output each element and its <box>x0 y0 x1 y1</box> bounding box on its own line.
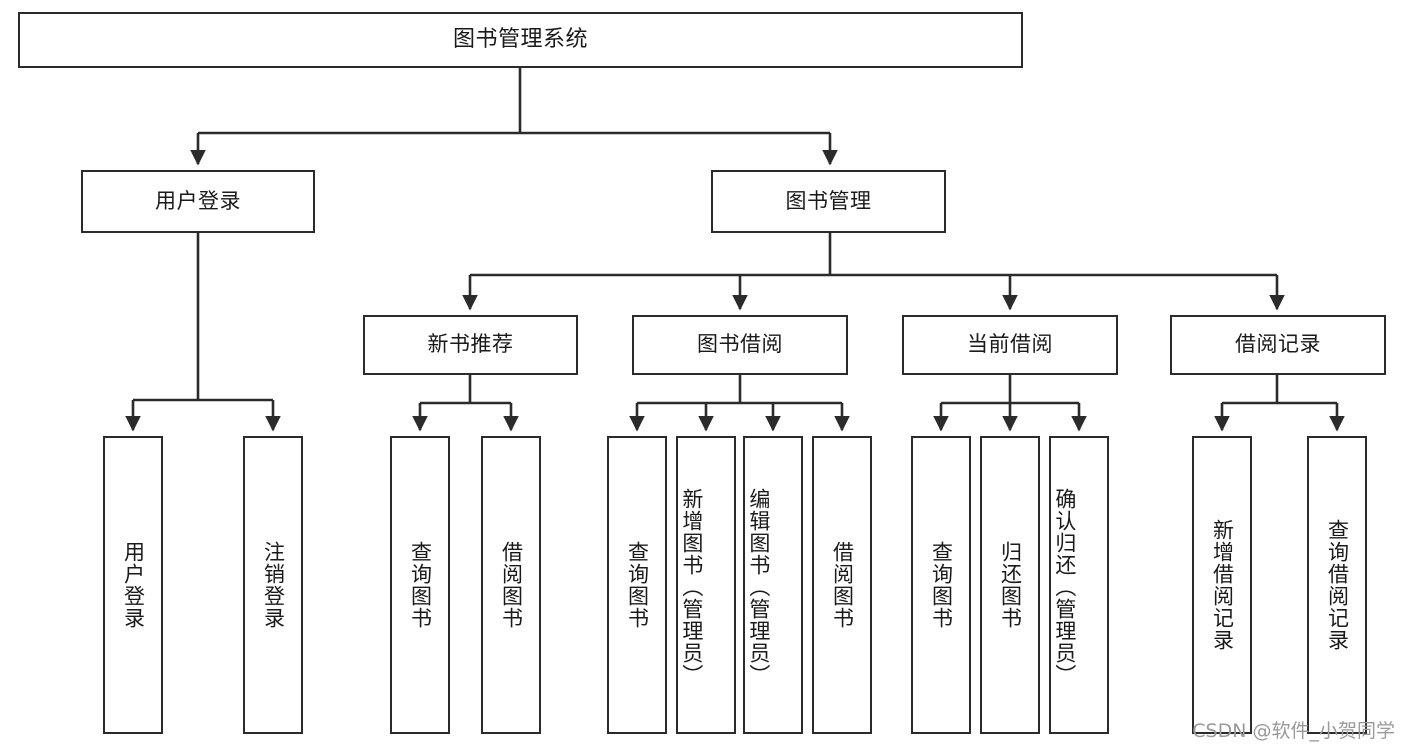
leaf-edit-book-admin[interactable]: 编辑图书（管理员） <box>743 436 803 734</box>
leaf-confirm-return-admin[interactable]: 确认归还（管理员） <box>1049 436 1109 734</box>
leaf-user-login[interactable]: 用户登录 <box>103 436 163 734</box>
node-current-borrow[interactable]: 当前借阅 <box>902 315 1118 375</box>
node-root-system[interactable]: 图书管理系统 <box>18 12 1023 68</box>
node-book-manage[interactable]: 图书管理 <box>711 170 946 233</box>
csdn-watermark: CSDN @软件_小贺同学 <box>1192 720 1395 742</box>
node-user-login[interactable]: 用户登录 <box>81 170 315 233</box>
leaf-borrow-book-recommend[interactable]: 借阅图书 <box>481 436 541 734</box>
leaf-query-book-recommend[interactable]: 查询图书 <box>390 436 450 734</box>
leaf-query-book-borrow[interactable]: 查询图书 <box>607 436 667 734</box>
leaf-logout-login[interactable]: 注销登录 <box>243 436 303 734</box>
node-label: 图书管理系统 <box>452 26 588 52</box>
node-label: 借阅图书 <box>499 541 524 629</box>
node-label: 当前借阅 <box>967 332 1053 357</box>
node-label: 归还图书 <box>998 541 1023 629</box>
leaf-borrow-book-borrow[interactable]: 借阅图书 <box>812 436 872 734</box>
node-label: 新书推荐 <box>427 332 514 357</box>
node-label: 查询图书 <box>929 541 954 629</box>
node-borrow-record[interactable]: 借阅记录 <box>1170 315 1386 375</box>
node-label: 查询图书 <box>625 541 650 629</box>
leaf-query-borrow-record[interactable]: 查询借阅记录 <box>1307 436 1367 734</box>
node-label: 查询借阅记录 <box>1325 519 1350 651</box>
node-label: 图书管理 <box>785 188 872 213</box>
node-label: 图书借阅 <box>697 332 783 357</box>
node-label: 新增借阅记录 <box>1210 519 1235 651</box>
node-new-book-recommend[interactable]: 新书推荐 <box>363 315 578 375</box>
leaf-add-borrow-record[interactable]: 新增借阅记录 <box>1192 436 1252 734</box>
leaf-return-book[interactable]: 归还图书 <box>980 436 1040 734</box>
node-label: 注销登录 <box>261 541 286 629</box>
node-label: 确认归还（管理员） <box>1052 488 1077 686</box>
node-label: 用户登录 <box>121 541 146 629</box>
node-label: 新增图书（管理员） <box>679 488 704 686</box>
node-label: 编辑图书（管理员） <box>746 488 771 686</box>
leaf-query-book-current[interactable]: 查询图书 <box>911 436 971 734</box>
leaf-add-book-admin[interactable]: 新增图书（管理员） <box>676 436 736 734</box>
node-label: 用户登录 <box>155 188 241 213</box>
node-label: 借阅图书 <box>830 541 855 629</box>
node-label: 查询图书 <box>408 541 433 629</box>
node-book-borrow[interactable]: 图书借阅 <box>632 315 848 375</box>
node-label: 借阅记录 <box>1235 332 1321 357</box>
